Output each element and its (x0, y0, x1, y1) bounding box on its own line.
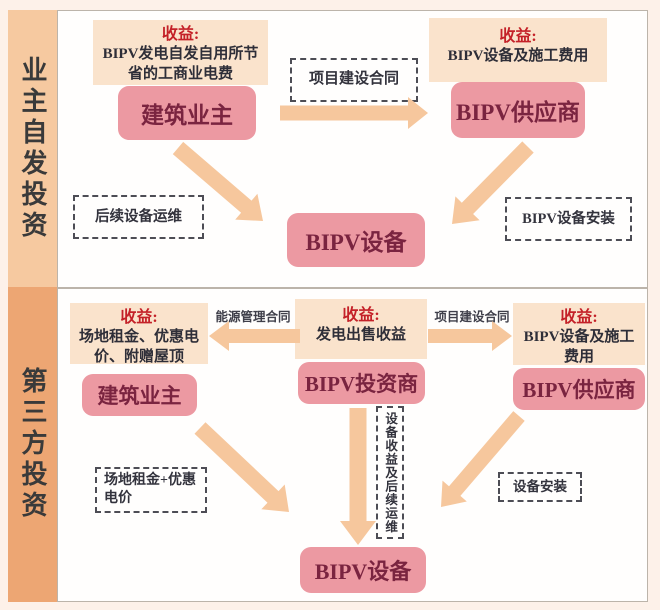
benefit-box-supplier-s1: 收益: BIPV设备及施工费用 (429, 18, 607, 82)
sidebar-owner-investment: 业主自发投资 (8, 10, 57, 287)
note-device-install-s2: 设备安装 (498, 472, 582, 502)
benefit-body: 发电出售收益 (315, 327, 406, 344)
benefit-body: BIPV发电自发自用所节省的工商业电费 (102, 46, 259, 82)
actor-building-owner-s2: 建筑业主 (82, 374, 197, 416)
benefit-body: BIPV设备及施工费用 (447, 48, 589, 65)
note-rent-discount-s2: 场地租金+优惠电价 (95, 467, 207, 513)
benefit-body: BIPV设备及施工费用 (523, 329, 635, 365)
note-followup-maintenance-s1: 后续设备运维 (73, 195, 204, 239)
benefit-title: 收益: (161, 26, 200, 43)
actor-bipv-supplier-s2: BIPV供应商 (513, 368, 645, 410)
benefit-box-owner-s1: 收益: BIPV发电自发自用所节省的工商业电费 (93, 20, 268, 85)
actor-building-owner-s1: 建筑业主 (118, 86, 256, 140)
actor-bipv-device-s1: BIPV设备 (287, 213, 425, 267)
benefit-box-supplier-s2: 收益: BIPV设备及施工费用 (513, 303, 645, 365)
actor-bipv-device-s2: BIPV设备 (300, 547, 426, 593)
benefit-body: 场地租金、优惠电价、附赠屋顶 (78, 329, 199, 365)
actor-bipv-supplier-s1: BIPV供应商 (451, 82, 585, 138)
benefit-box-investor-s2: 收益: 发电出售收益 (295, 299, 427, 359)
note-bipv-install-s1: BIPV设备安装 (505, 197, 632, 241)
benefit-box-owner-s2: 收益: 场地租金、优惠电价、附赠屋顶 (70, 303, 208, 365)
note-device-income-maintenance-s2: 设备收益及后续运维 (376, 406, 404, 539)
benefit-title: 收益: (499, 28, 537, 45)
benefit-title: 收益: (120, 309, 158, 326)
label-energy-management-contract: 能源管理合同 (215, 310, 291, 324)
note-device-income-maintenance-text: 设备收益及后续运维 (383, 411, 398, 534)
label-project-construction-contract-s2: 项目建设合同 (434, 310, 510, 324)
sidebar-third-party-label: 第三方投资 (18, 367, 47, 522)
actor-bipv-investor-s2: BIPV投资商 (298, 362, 425, 404)
benefit-title: 收益: (342, 307, 380, 324)
sidebar-third-party: 第三方投资 (8, 287, 57, 602)
benefit-title: 收益: (560, 309, 598, 326)
note-project-construction-contract-s1: 项目建设合同 (290, 58, 418, 102)
sidebar-owner-investment-label: 业主自发投资 (18, 55, 47, 242)
